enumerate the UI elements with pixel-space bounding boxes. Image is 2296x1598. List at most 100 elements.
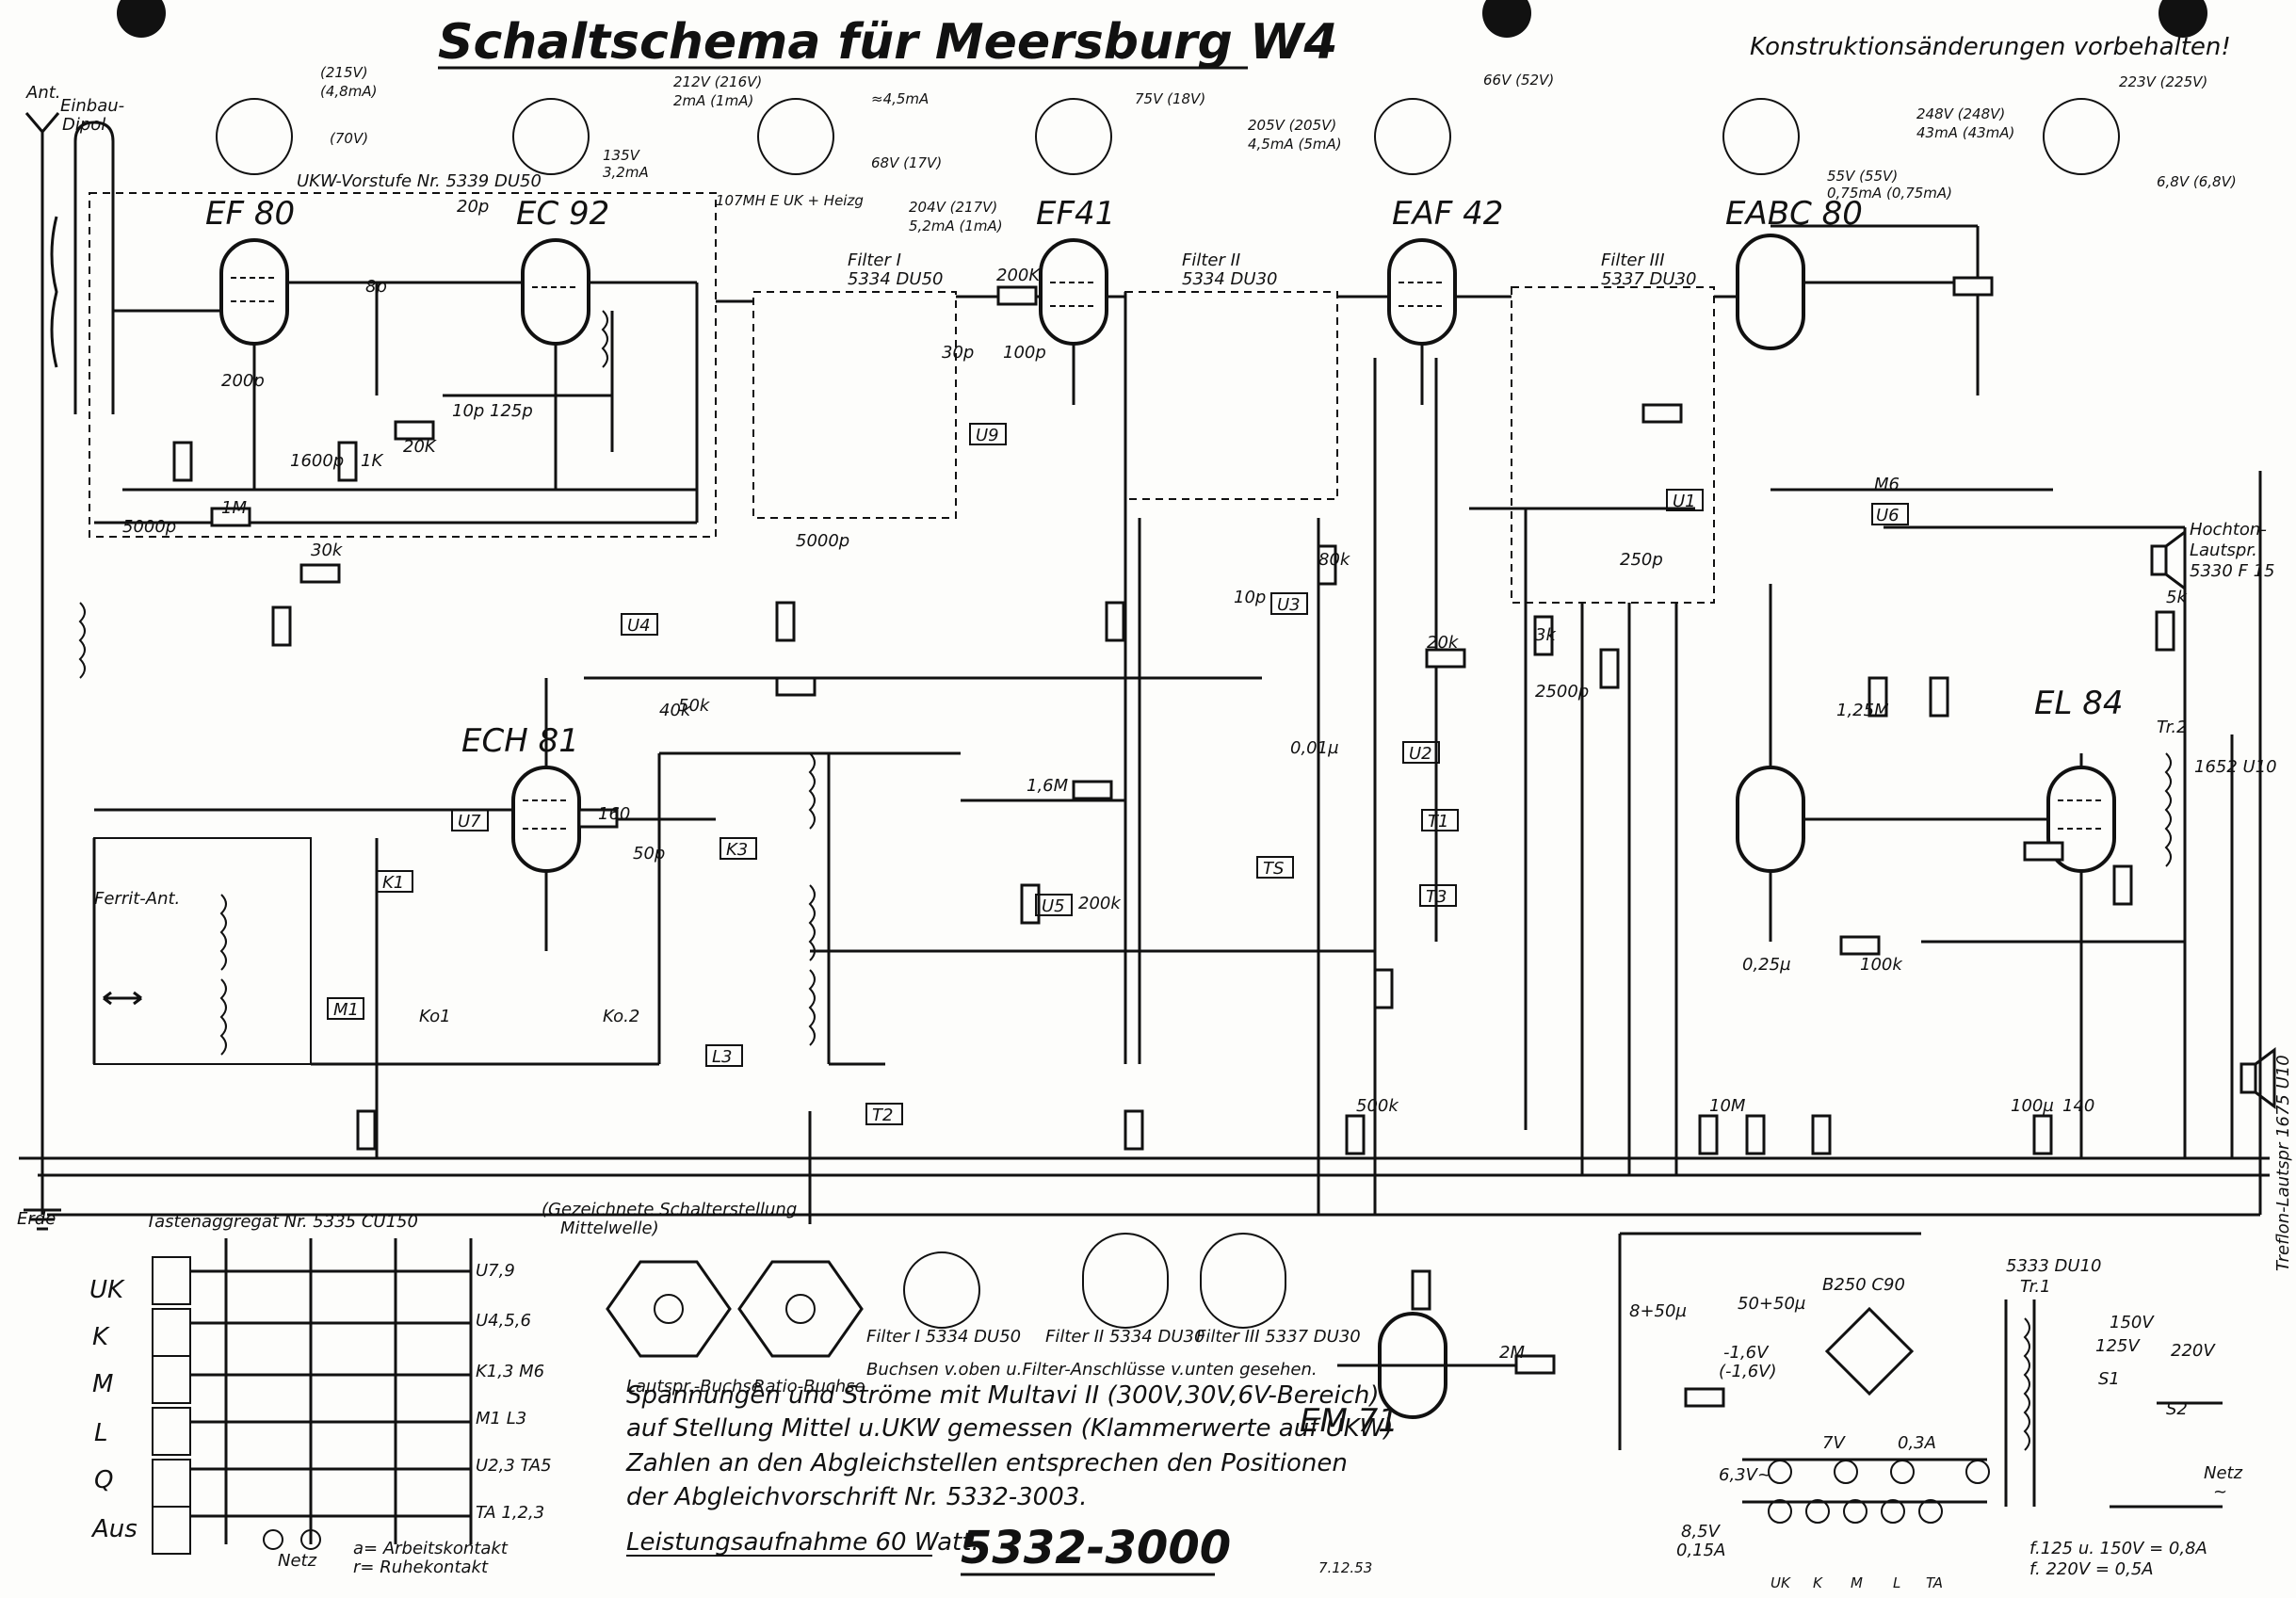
pinout-ef41-v3: ≈4,5mA xyxy=(871,90,929,107)
switch-s1: S1 xyxy=(2098,1369,2120,1389)
key-l[interactable]: L xyxy=(94,1419,108,1447)
pinout-eabc80-v3: 248V (248V) xyxy=(1916,105,2005,122)
tube-ef80: EF 80 xyxy=(205,195,295,346)
tube-label-ech81: ECH 81 xyxy=(461,722,579,760)
label-Ko1: Ko1 xyxy=(419,1007,451,1026)
switch-U1: U1 xyxy=(1673,492,1696,511)
heater-6-3v: 6,3V~ xyxy=(1719,1465,1771,1485)
rectifier-label: B250 C90 xyxy=(1822,1275,1905,1295)
switch-U2: U2 xyxy=(1409,744,1432,764)
punch-hole-1 xyxy=(117,0,166,38)
pinout-eaf42-v3: 4,5mA (5mA) xyxy=(1248,136,1342,153)
pinout-ef41-v2: 2mA (1mA) xyxy=(673,92,753,109)
speaker-treble-label: Treflon-Lautspr 1675 U10 xyxy=(2273,1055,2293,1271)
switch-labels: U1 U2 U3 U4 U5 U6 U7 U9 K1 K3 M1 M6 T1 T… xyxy=(327,423,1909,1125)
connection-sockets: (Gezeichnete Schalterstellung Mittelwell… xyxy=(542,1200,1318,1396)
value-2500p: 2500p xyxy=(1535,682,1589,702)
ukw-module-outline xyxy=(89,192,717,538)
value-20K: 20K xyxy=(403,437,437,457)
value-200K: 200K xyxy=(996,266,1041,285)
key-aus[interactable]: Aus xyxy=(90,1515,137,1543)
tube-label-el84: EL 84 xyxy=(2034,685,2124,722)
lamp-key-uk: UK xyxy=(1771,1574,1791,1591)
value-30p: 30p xyxy=(942,343,974,363)
switch-bank-label: 107MH E UK + Heizg xyxy=(716,192,864,209)
em71-voltage: 8,5V xyxy=(1681,1522,1722,1542)
tube-eabc80: EABC 80 xyxy=(1725,195,1863,350)
value-5k: 5k xyxy=(2166,588,2188,607)
pinout-ef80: (215V) (4,8mA) (70V) xyxy=(216,64,377,175)
value-200k: 200k xyxy=(1078,894,1122,913)
note-line-1: Spannungen und Ströme mit Multavi II (30… xyxy=(626,1381,1380,1410)
value-1-25M: 1,25M xyxy=(1836,701,1889,720)
dial-lamps xyxy=(1768,1460,1990,1524)
pinout-ef80-v2: (4,8mA) xyxy=(320,83,377,100)
value-10p: 10p xyxy=(452,401,484,421)
tube-label-ef41: EF41 xyxy=(1036,195,1115,233)
tap-220v: 220V xyxy=(2171,1341,2216,1361)
switch-U6: U6 xyxy=(1876,506,1900,525)
value-140: 140 xyxy=(2062,1096,2094,1116)
filter-2-bottom-label: Filter II 5334 DU30 xyxy=(1045,1327,1205,1347)
pinout-el84-v1: 223V (225V) xyxy=(2119,73,2207,90)
filter-3-label-1: Filter III xyxy=(1601,250,1665,270)
value-0-25u: 0,25µ xyxy=(1742,955,1791,975)
speaker-section: Hochton- Lautspr. 5330 F 15 Treflon-Laut… xyxy=(2150,520,2293,1271)
pinout-eabc80-v4: 43mA (43mA) xyxy=(1916,124,2014,141)
component-values: 1M 5000p 30k 20k 1K 200p 20p 8p 10p 125p… xyxy=(122,197,2188,1363)
bridge-rectifier xyxy=(1824,1306,1915,1396)
speaker-mid-label-3: 5330 F 15 xyxy=(2190,561,2275,581)
pinout-ef41-v7: 5,2mA (1mA) xyxy=(909,218,1003,234)
tap-125v: 125V xyxy=(2095,1336,2141,1356)
chassis-ground-rail xyxy=(19,471,2270,1217)
key-q[interactable]: Q xyxy=(94,1466,113,1494)
key-k[interactable]: K xyxy=(92,1323,110,1351)
filter-1-label-1: Filter I xyxy=(848,250,901,270)
key-m[interactable]: M xyxy=(92,1370,113,1398)
value-500k: 500k xyxy=(1356,1096,1399,1116)
speaker-mid-symbol xyxy=(2150,529,2187,591)
switch-note-1: (Gezeichnete Schalterstellung xyxy=(542,1200,797,1219)
key-contact-1: U7,9 xyxy=(476,1261,515,1281)
tube-ech81: ECH 81 xyxy=(461,722,581,873)
mains-netz-label: Netz xyxy=(2204,1463,2243,1483)
filter-1-label-2: 5334 DU50 xyxy=(848,269,943,289)
tube-label-ef80: EF 80 xyxy=(205,195,295,233)
pinout-eabc80-v1: 55V (55V) xyxy=(1827,168,1898,185)
fuse-note-2: f. 220V = 0,5A xyxy=(2029,1559,2154,1579)
switch-s2: S2 xyxy=(2166,1399,2188,1419)
resistors xyxy=(172,276,2175,1408)
antenna-section: Ant. Einbau- Dipol Erde xyxy=(17,83,124,1231)
tube-label-eaf42: EAF 42 xyxy=(1392,195,1503,233)
filter-3-outline xyxy=(1511,286,1715,604)
lamp-key-l: L xyxy=(1893,1574,1900,1591)
antenna-label: Ant. xyxy=(25,83,61,103)
filter-2-label-1: Filter II xyxy=(1182,250,1240,270)
value-1-6M: 1,6M xyxy=(1027,776,1069,796)
value-5000p-2: 5000p xyxy=(796,531,849,551)
key-contact-2: U4,5,6 xyxy=(476,1311,531,1331)
power-consumption: Leistungsaufnahme 60 Watt. xyxy=(626,1528,979,1557)
switch-T2: T2 xyxy=(872,1106,893,1125)
key-uk[interactable]: UK xyxy=(89,1276,125,1304)
switch-M1: M1 xyxy=(333,1000,359,1020)
lamp-key-ta: TA xyxy=(1926,1574,1943,1591)
filter-3-bottom-label: Filter III 5337 DU30 xyxy=(1196,1327,1361,1347)
switch-U4: U4 xyxy=(627,616,651,636)
pinout-eabc80: 55V (55V) 0,75mA (0,75mA) 248V (248V) 43… xyxy=(1722,98,2014,202)
elko-1: 8+50µ xyxy=(1629,1301,1687,1321)
switch-U3: U3 xyxy=(1277,595,1301,615)
tube-ef41: EF41 xyxy=(1036,195,1115,346)
pinout-ef41-v4: 68V (17V) xyxy=(871,154,942,171)
value-3k: 3k xyxy=(1535,625,1557,645)
value-20p: 20p xyxy=(457,197,489,217)
pinout-eabc80-v2: 0,75mA (0,75mA) xyxy=(1827,185,1952,202)
note-line-4: der Abgleichvorschrift Nr. 5332-3003. xyxy=(626,1483,1088,1511)
earth-symbol xyxy=(24,1186,61,1231)
value-100k: 100k xyxy=(1860,955,1903,975)
diagram-title: Schaltschema für Meersburg W4 xyxy=(438,14,1338,71)
note-line-2: auf Stellung Mittel u.UKW gemessen (Klam… xyxy=(626,1414,1394,1443)
coils xyxy=(78,310,2172,1451)
speaker-socket-label: Lautspr.-Buchse xyxy=(626,1377,762,1396)
pinout-ec92: 135V 3,2mA xyxy=(512,98,649,181)
